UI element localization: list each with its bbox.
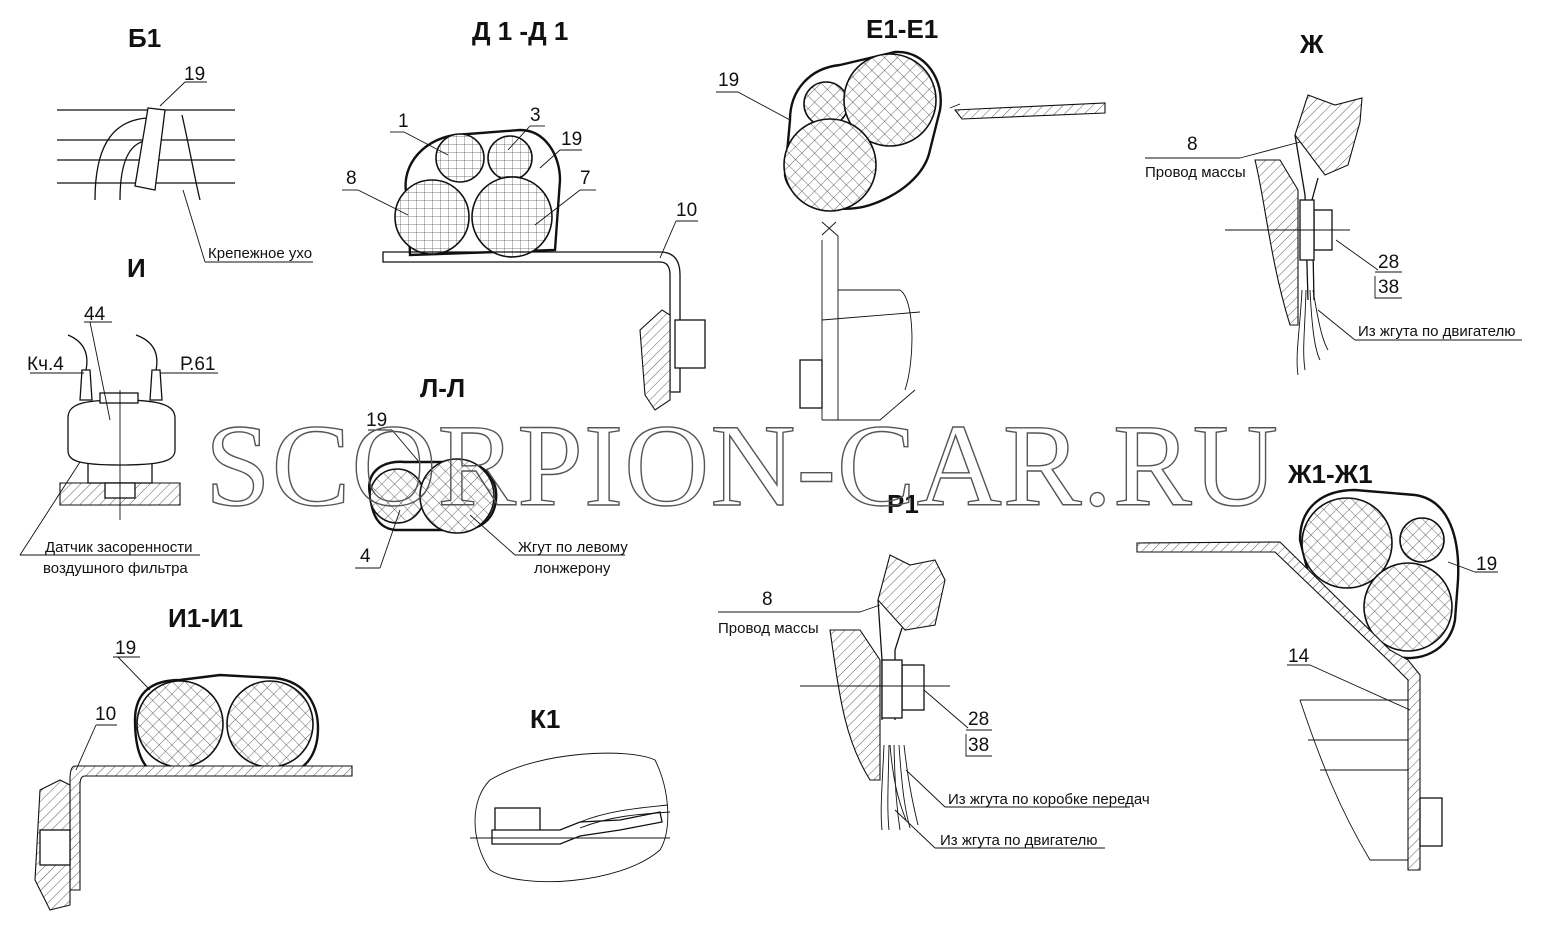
p1-ground-wire: Провод массы <box>718 620 819 637</box>
d1-n8: 8 <box>346 168 357 189</box>
zh1-n14: 14 <box>1288 646 1310 667</box>
d1-n3: 3 <box>530 105 541 126</box>
view-e1-title: Е1-Е1 <box>866 14 938 44</box>
view-zh1: Ж1-Ж1 19 14 <box>1136 459 1498 871</box>
view-zh: Ж 8 Провод массы 28 38 Из жгута по двига… <box>1145 29 1522 376</box>
view-zh1-title: Ж1-Ж1 <box>1287 459 1373 489</box>
e1-n19: 19 <box>718 70 739 91</box>
b1-callout-19: 19 <box>184 64 205 85</box>
view-d1: Д 1 -Д 1 1 3 19 8 7 10 <box>342 16 706 411</box>
view-ll: Л-Л 19 4 Жгут по левому лонжерону <box>355 373 628 577</box>
p1-n28: 28 <box>968 709 989 730</box>
i-kch4: Кч.4 <box>27 354 64 375</box>
d1-n19: 19 <box>561 129 582 150</box>
view-i: И 44 Кч.4 Р.61 Датчик засоренности возду… <box>19 253 218 577</box>
d1-n1: 1 <box>398 111 409 132</box>
zh-n8: 8 <box>1187 134 1198 155</box>
view-e1: Е1-Е1 19 <box>716 14 1106 421</box>
b1-lug-label: Крепежное ухо <box>208 245 312 262</box>
i1-n10: 10 <box>95 704 116 725</box>
p1-gearbox-harness: Из жгута по коробке передач <box>948 791 1150 808</box>
view-ll-title: Л-Л <box>420 373 465 403</box>
watermark: SCORPION-CAR.RU <box>205 400 1279 531</box>
view-i1-title: И1-И1 <box>168 603 243 633</box>
d1-n7: 7 <box>580 168 591 189</box>
zh1-n19: 19 <box>1476 554 1497 575</box>
zh-n28: 28 <box>1378 252 1399 273</box>
i-r61: Р.61 <box>180 354 216 375</box>
zh-n38: 38 <box>1378 277 1399 298</box>
view-i-title: И <box>127 253 146 283</box>
i1-n19: 19 <box>115 638 136 659</box>
view-b1-title: Б1 <box>128 23 161 53</box>
view-p1-title: Р1 <box>887 489 919 519</box>
zh-ground-wire: Провод массы <box>1145 164 1246 181</box>
ll-n19: 19 <box>366 410 387 431</box>
i-n44: 44 <box>84 304 106 325</box>
d1-n10: 10 <box>676 200 697 221</box>
p1-n8: 8 <box>762 589 773 610</box>
ll-left-line1: Жгут по левому <box>518 539 628 556</box>
view-k1: К1 <box>470 704 671 883</box>
i-sensor-line2: воздушного фильтра <box>43 560 188 577</box>
view-zh-title: Ж <box>1299 29 1324 59</box>
ll-n4: 4 <box>360 546 371 567</box>
ll-left-line2: лонжерону <box>534 560 611 577</box>
zh-engine-harness: Из жгута по двигателю <box>1358 323 1515 340</box>
view-b1: Б1 19 Крепежное ухо <box>57 23 313 263</box>
p1-engine-harness: Из жгута по двигателю <box>940 832 1097 849</box>
view-i1: И1-И1 19 10 <box>34 603 353 911</box>
view-d1-title: Д 1 -Д 1 <box>472 16 568 46</box>
view-p1: Р1 8 Провод массы 28 38 Из жгута по коро… <box>718 489 1150 849</box>
i-sensor-line1: Датчик засоренности <box>45 539 193 556</box>
view-k1-title: К1 <box>530 704 560 734</box>
p1-n38: 38 <box>968 735 989 756</box>
